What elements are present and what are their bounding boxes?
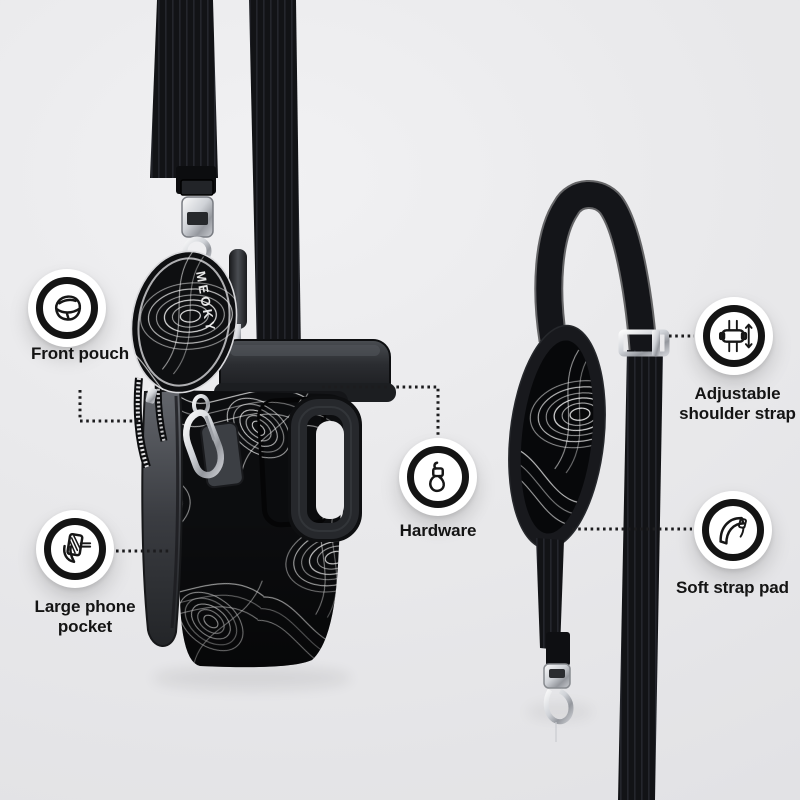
strap-right-leg — [618, 350, 663, 800]
adjustable-shoulder-strap-label: Adjustable shoulder strap — [679, 384, 796, 423]
strap-adjuster-icon — [703, 305, 765, 367]
cup-handle — [257, 396, 362, 542]
hardware-label: Hardware — [399, 521, 477, 540]
phone-pocket-icon — [44, 518, 106, 580]
front-pouch-badge — [28, 269, 106, 347]
shoulder-strap-assembly — [508, 180, 670, 800]
hardware-badge — [399, 438, 477, 516]
soft-strap-pad-label: Soft strap pad — [676, 578, 789, 597]
pouch-icon — [36, 277, 98, 339]
strap-arch — [536, 182, 657, 363]
strap-bottom-clasp — [543, 632, 574, 742]
front-pouch-label: Front pouch — [30, 344, 130, 363]
carrier-hanging-straps — [150, 0, 301, 356]
phone-pocket-badge — [36, 510, 114, 588]
adjuster-badge — [695, 297, 773, 375]
large-phone-pocket-label: Large phone pocket — [34, 597, 136, 636]
leader-hardware — [322, 385, 440, 436]
floor-shadows — [152, 666, 594, 721]
strap-pad-icon — [702, 499, 764, 561]
carabiner — [183, 394, 244, 489]
leader-front-pouch — [78, 390, 141, 423]
zipper-pull — [145, 387, 158, 404]
top-strap-clasp — [176, 166, 216, 266]
strap-pad — [508, 324, 606, 550]
front-pouch-art: MEOKY — [130, 250, 238, 394]
strap-adjuster — [618, 329, 670, 357]
strap-pad-badge — [694, 491, 772, 569]
strap-pad-tail — [536, 538, 564, 650]
carrier-body — [150, 390, 348, 668]
carabiner-icon — [407, 446, 469, 508]
phone-pocket-flap — [141, 388, 184, 647]
